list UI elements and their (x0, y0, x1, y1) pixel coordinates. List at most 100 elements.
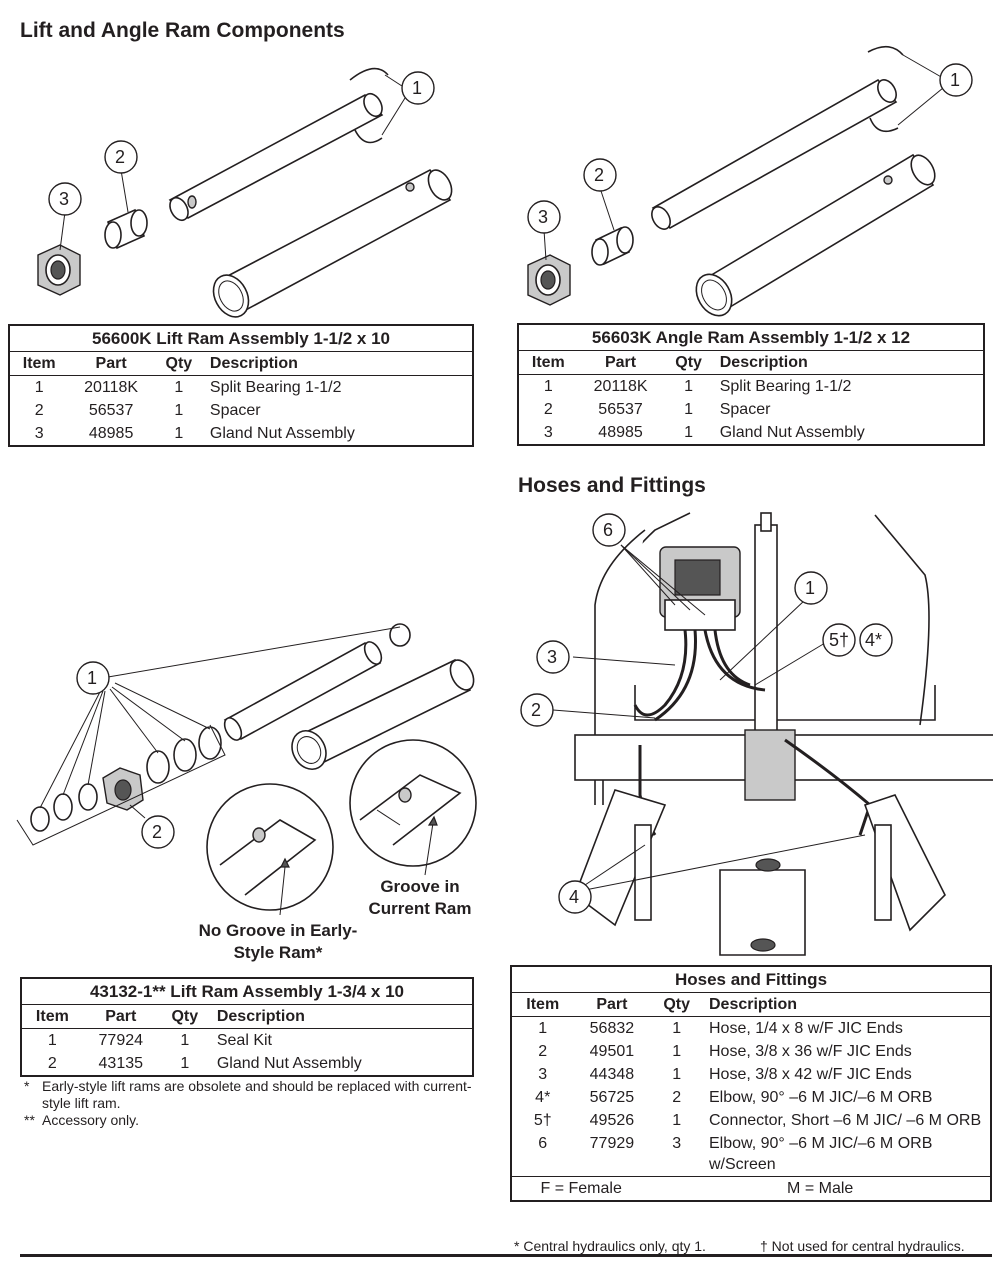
cell-item: 3 (34, 425, 44, 442)
cell-qty: 1 (684, 401, 694, 418)
cell-part: 20118K (84, 379, 139, 396)
cell-item: 1 (538, 1020, 548, 1037)
detail-no-groove (206, 783, 334, 911)
table-row: 3 44348 1 Hose, 3/8 x 42 w/F JIC Ends (511, 1063, 991, 1086)
table-row: 2 49501 1 Hose, 3/8 x 36 w/F JIC Ends (511, 1040, 991, 1063)
gland-nut-drawing (527, 254, 571, 306)
cell-description: Hose, 3/8 x 42 w/F JIC Ends (709, 1066, 912, 1083)
col-item: Item (518, 350, 578, 375)
cell-qty: 1 (672, 1043, 682, 1060)
cell-description: Split Bearing 1-1/2 (719, 378, 852, 395)
cell-part: 49501 (589, 1043, 635, 1060)
lift-ram-left (634, 824, 652, 921)
seal-ring-drawing (78, 783, 98, 811)
col-item: Item (511, 992, 574, 1017)
cell-item: 1 (543, 378, 553, 395)
col-part: Part (82, 1004, 159, 1029)
center-mount (719, 869, 806, 956)
callout-3-label: 3 (59, 189, 69, 209)
footnote-central-hydraulics: * Central hydraulics only, qty 1. (514, 1238, 706, 1254)
cell-qty: 1 (174, 425, 184, 442)
col-part: Part (577, 350, 664, 375)
callout-1-label: 1 (950, 70, 960, 90)
callout-3 (527, 200, 561, 234)
lift-angle-section-title: Lift and Angle Ram Components (20, 19, 345, 42)
cell-qty: 1 (684, 424, 694, 441)
col-qty: Qty (650, 992, 703, 1017)
col-description: Description (203, 351, 473, 376)
seal-ring-drawing (146, 750, 170, 784)
cell-qty: 1 (672, 1066, 682, 1083)
cell-qty: 1 (672, 1020, 682, 1037)
cell-part: 48985 (88, 425, 134, 442)
ram-rod-drawing (168, 92, 384, 222)
callout-1-label: 1 (87, 668, 97, 688)
lift-ram-right (874, 824, 892, 921)
cell-item: 4* (535, 1089, 551, 1106)
table-title: 56600K Lift Ram Assembly 1-1/2 x 10 (9, 325, 473, 352)
note-text: Accessory only. (42, 1112, 139, 1128)
callout-3-label: 3 (538, 207, 548, 227)
cell-item: 2 (47, 1055, 57, 1072)
cell-description: Gland Nut Assembly (719, 424, 865, 441)
table-56600k: 56600K Lift Ram Assembly 1-1/2 x 10 Item… (8, 324, 474, 447)
callout-4-star (859, 623, 893, 657)
cell-description: Gland Nut Assembly (209, 425, 355, 442)
spacer-drawing (104, 208, 148, 250)
seal-ring-drawing (30, 806, 50, 832)
table-title: Hoses and Fittings (511, 966, 991, 993)
ram-cylinder-drawing (695, 153, 936, 317)
hose-drawing (633, 629, 688, 717)
cell-qty: 1 (180, 1055, 190, 1072)
cell-description: Hose, 3/8 x 36 w/F JIC Ends (709, 1043, 912, 1060)
cell-part: 44348 (589, 1066, 635, 1083)
cell-item: 3 (538, 1066, 548, 1083)
callout-2-label: 2 (594, 165, 604, 185)
cell-part: 49526 (589, 1112, 635, 1129)
callout-2 (583, 158, 617, 192)
table-title: 56603K Angle Ram Assembly 1-1/2 x 12 (518, 324, 984, 351)
callout-1 (794, 571, 828, 605)
footnote-not-used: † Not used for central hydraulics. (760, 1238, 965, 1254)
cell-item: 2 (34, 402, 44, 419)
callout-5-dagger (822, 623, 856, 657)
cell-item: 2 (538, 1043, 548, 1060)
lift-ram-1-3-4-illustration: 1 2 (16, 623, 477, 916)
bottom-rule (20, 1254, 992, 1257)
legend-row: F = Female M = Male (511, 1176, 991, 1201)
ram-rod-drawing (651, 78, 898, 230)
col-qty: Qty (153, 351, 204, 376)
cell-item: 6 (538, 1135, 548, 1152)
callout-2-label: 2 (115, 147, 125, 167)
lift-ram-illustration: 1 2 3 (37, 67, 453, 318)
hoses-fittings-illustration: 6 1 3 5† 4* 2 4 (520, 512, 993, 956)
cell-qty: 3 (672, 1135, 682, 1152)
cell-description: Spacer (209, 402, 261, 419)
split-bearing-drawing (867, 45, 904, 56)
cell-part: 77929 (589, 1135, 635, 1152)
ram-rod-drawing (223, 641, 383, 741)
callout-1-label: 1 (412, 78, 422, 98)
col-part: Part (573, 992, 651, 1017)
cell-part: 56832 (589, 1020, 635, 1037)
cell-part: 56537 (598, 401, 643, 418)
cell-qty: 2 (672, 1089, 682, 1106)
callout-2 (520, 693, 554, 727)
groove-current-label: Groove in Current Ram (368, 877, 472, 918)
cell-part: 56537 (88, 402, 134, 419)
ram-cylinder-drawing (291, 658, 475, 770)
callout-1-label: 1 (805, 578, 815, 598)
cell-qty: 1 (180, 1032, 190, 1049)
cell-part: 48985 (598, 424, 643, 441)
split-bearing-drawing (349, 67, 389, 81)
callout-3-label: 3 (547, 647, 557, 667)
col-description: Description (713, 350, 984, 375)
cell-part: 43135 (98, 1055, 144, 1072)
